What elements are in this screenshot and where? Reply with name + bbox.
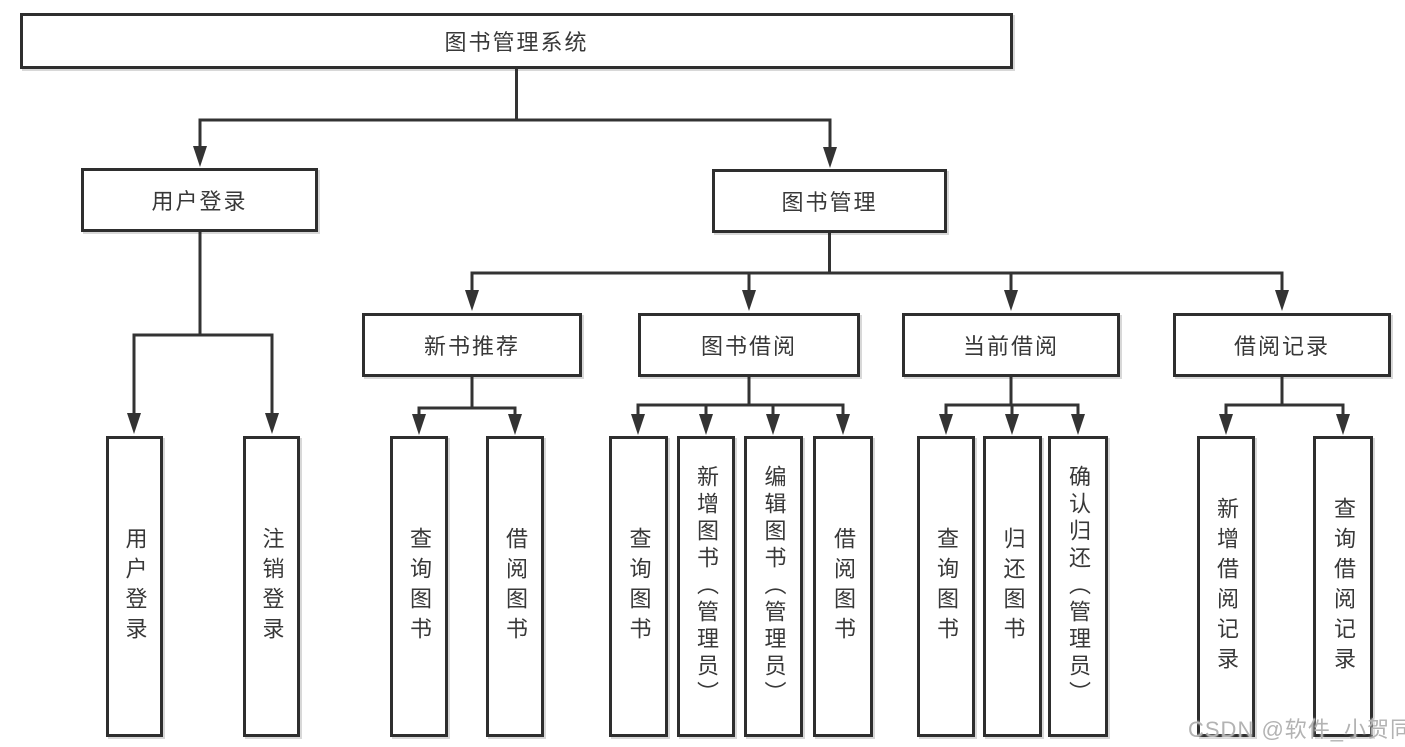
arrowhead-icon [1004,290,1018,311]
node-user-login: 用户登录 [81,168,318,232]
leaf-user-login: 用户登录 [106,436,163,737]
leaf-return-books-label: 归还图书 [1000,526,1026,647]
leaf-confirm-return-admin-label: 确认归还（管理员） [1066,465,1091,708]
leaf-query-borrow-record-label: 查询借阅记录 [1331,496,1356,677]
leaf-add-books-admin-label: 新增图书（管理员） [694,465,719,708]
node-new-book-recommend-label: 新书推荐 [423,334,520,359]
node-book-borrowing: 图书借阅 [638,313,860,377]
leaf-confirm-return-admin: 确认归还（管理员） [1048,436,1108,737]
arrowhead-icon [265,413,279,434]
connector-bookmgmt-to-level3 [470,231,1284,296]
node-book-management: 图书管理 [712,169,947,233]
leaf-edit-books-admin-label: 编辑图书（管理员） [761,465,787,708]
arrowhead-icon [699,414,713,435]
leaf-query-books-current-label: 查询图书 [934,526,959,647]
connector-borrow-to-leaves [636,375,845,421]
leaf-borrow-books-newrec: 借阅图书 [486,436,544,737]
leaf-query-borrow-record: 查询借阅记录 [1313,436,1373,737]
arrowhead-icon [465,290,479,311]
leaf-query-books-borrow: 查询图书 [609,436,668,737]
leaf-query-books-newrec-label: 查询图书 [407,526,432,647]
leaf-add-books-admin: 新增图书（管理员） [677,436,735,737]
arrowheads [127,146,1350,435]
arrowhead-icon [742,290,756,311]
arrowhead-icon [1219,414,1233,435]
leaf-logout: 注销登录 [243,436,300,737]
node-library-system: 图书管理系统 [20,13,1013,69]
leaf-borrow-books-label: 借阅图书 [831,526,856,647]
node-library-system-label: 图书管理系统 [444,30,589,55]
node-new-book-recommend: 新书推荐 [362,313,582,377]
arrowhead-icon [1071,414,1085,435]
node-borrowing-records: 借阅记录 [1173,313,1391,377]
node-book-management-label: 图书管理 [781,190,878,215]
arrowhead-icon [508,414,522,435]
arrowhead-icon [412,414,426,435]
leaf-logout-label: 注销登录 [259,526,285,647]
arrowhead-icon [631,414,645,435]
arrowhead-icon [127,413,141,434]
leaf-query-books-current: 查询图书 [917,436,975,737]
node-borrowing-records-label: 借阅记录 [1233,334,1330,359]
arrowhead-icon [193,146,207,167]
node-user-login-label: 用户登录 [151,189,248,214]
arrowhead-icon [823,147,837,168]
leaf-add-borrow-record-label: 新增借阅记录 [1214,496,1239,677]
csdn-watermark: CSDN @软件_小贺同学 [1188,717,1405,742]
leaf-borrow-books: 借阅图书 [813,436,873,737]
leaf-query-books-newrec: 查询图书 [390,436,448,737]
arrowhead-icon [836,414,850,435]
leaf-user-login-label: 用户登录 [122,526,148,647]
leaf-return-books: 归还图书 [983,436,1042,737]
arrowhead-icon [1275,290,1289,311]
connector-userlogin-to-leaves [132,230,274,419]
connector-records-to-leaves [1224,375,1345,421]
leaf-add-borrow-record: 新增借阅记录 [1197,436,1255,737]
arrowhead-icon [766,414,780,435]
node-book-borrowing-label: 图书借阅 [700,334,797,359]
connector-newrec-to-leaves [417,375,517,421]
node-current-borrowing-label: 当前借阅 [962,334,1059,359]
arrowhead-icon [939,414,953,435]
leaf-edit-books-admin: 编辑图书（管理员） [744,436,803,737]
leaf-query-books-borrow-label: 查询图书 [626,526,652,647]
arrowhead-icon [1336,414,1350,435]
connector-root-to-level2 [198,67,832,154]
node-current-borrowing: 当前借阅 [902,313,1120,377]
leaf-borrow-books-newrec-label: 借阅图书 [503,526,528,647]
arrowhead-icon [1005,414,1019,435]
connector-current-to-leaves [944,375,1080,421]
